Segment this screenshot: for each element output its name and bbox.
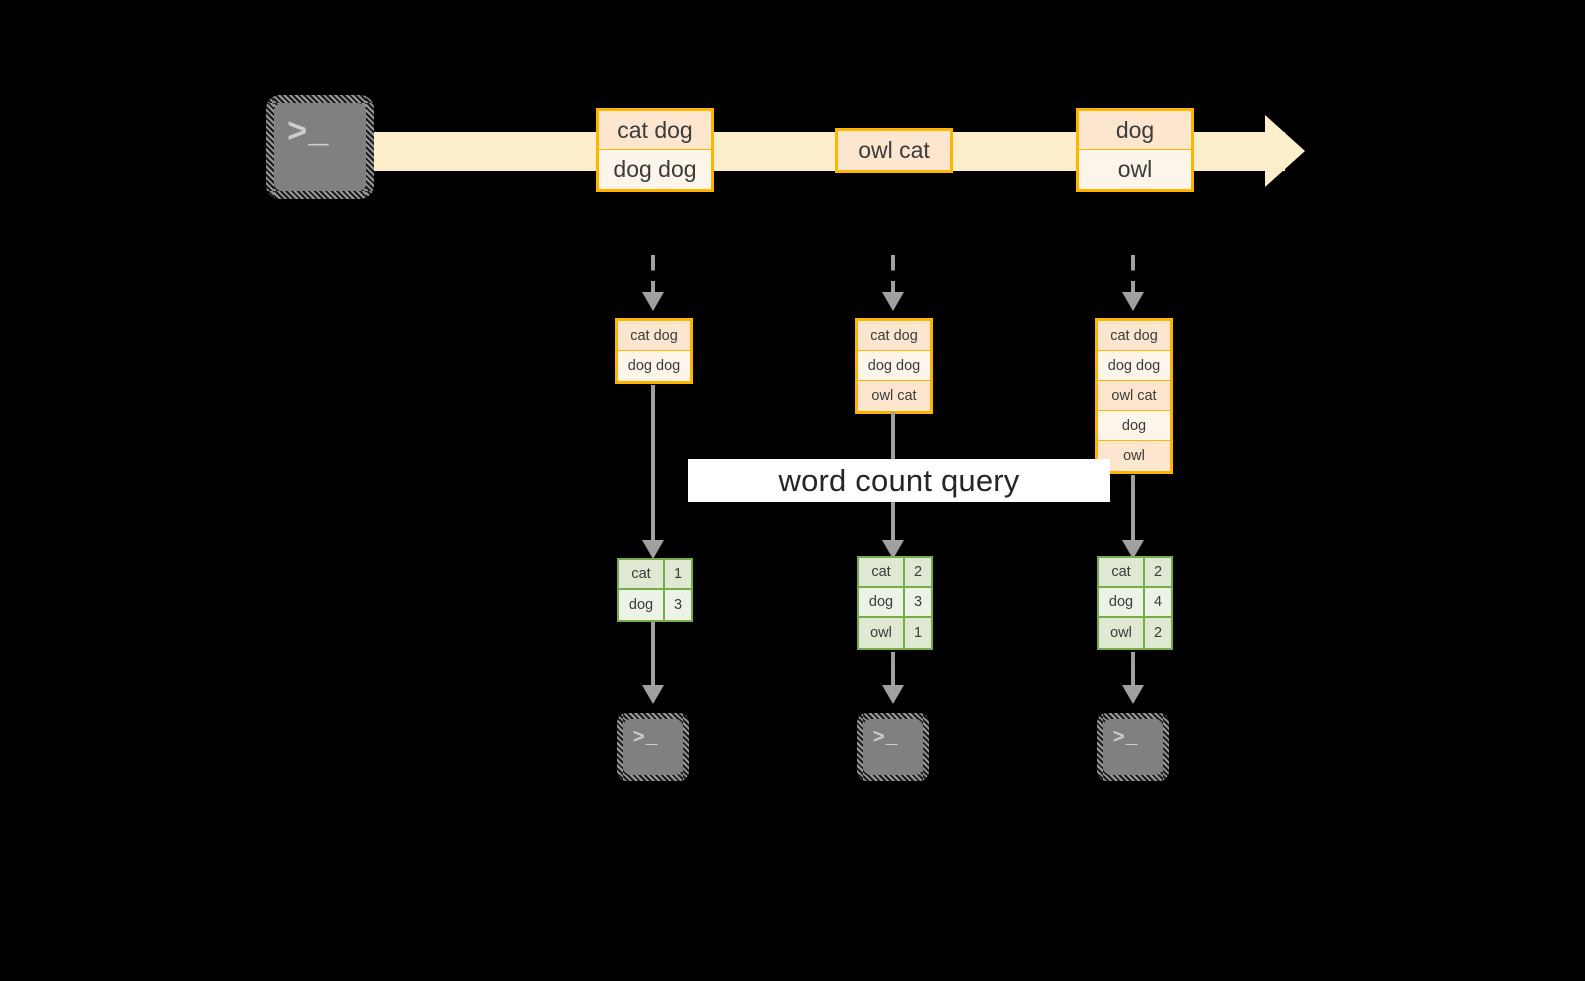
query-line-3 [1131, 475, 1135, 550]
terminal-screen [274, 103, 366, 191]
input-table-1: cat dog dog dog [615, 318, 693, 384]
stream-batch-2-line-1: owl cat [838, 131, 950, 170]
stream-to-table-arrowhead-3 [1122, 292, 1144, 311]
result-3-count-1: 2 [1145, 558, 1171, 586]
sink-line-2 [891, 652, 895, 692]
result-2-word-3: owl [859, 618, 905, 648]
sink-arrowhead-3 [1122, 685, 1144, 704]
input-table-3: cat dog dog dog owl cat dog owl [1095, 318, 1173, 474]
stream-to-table-arrowhead-2 [882, 292, 904, 311]
right-arrow-icon [1265, 115, 1305, 187]
input-table-3-row-3: owl cat [1098, 381, 1170, 411]
result-3-word-1: cat [1099, 558, 1145, 586]
input-table-2: cat dog dog dog owl cat [855, 318, 933, 414]
table-row: owl 2 [1099, 618, 1171, 648]
terminal-prompt-glyph: >_ [286, 115, 330, 154]
input-table-2-row-2: dog dog [858, 351, 930, 381]
query-line-1 [651, 385, 655, 550]
table-row: dog 4 [1099, 588, 1171, 618]
query-arrowhead-1 [642, 540, 664, 559]
table-row: dog 3 [859, 588, 931, 618]
terminal-prompt-glyph: >_ [872, 727, 899, 751]
input-table-1-row-1: cat dog [618, 321, 690, 351]
result-2-count-2: 3 [905, 588, 931, 616]
sink-terminal-icon-3[interactable]: >_ [1097, 713, 1169, 781]
source-terminal-icon[interactable]: >_ [266, 95, 374, 199]
result-2-count-1: 2 [905, 558, 931, 586]
result-table-1: cat 1 dog 3 [617, 558, 693, 622]
terminal-screen [1103, 719, 1163, 775]
terminal-prompt-glyph: >_ [632, 727, 659, 751]
stream-to-table-line-2 [891, 255, 895, 297]
stream-to-table-line-1 [651, 255, 655, 297]
table-row: cat 1 [619, 560, 691, 590]
terminal-screen [623, 719, 683, 775]
table-row: owl 1 [859, 618, 931, 648]
stream-batch-3: dog owl [1076, 108, 1194, 192]
sink-arrowhead-2 [882, 685, 904, 704]
result-3-count-3: 2 [1145, 618, 1171, 648]
input-table-3-row-4: dog [1098, 411, 1170, 441]
terminal-prompt-glyph: >_ [1112, 727, 1139, 751]
table-row: cat 2 [859, 558, 931, 588]
result-1-count-1: 1 [665, 560, 691, 588]
result-1-count-2: 3 [665, 590, 691, 620]
table-row: dog 3 [619, 590, 691, 620]
result-3-count-2: 4 [1145, 588, 1171, 616]
table-row: cat 2 [1099, 558, 1171, 588]
result-table-3: cat 2 dog 4 owl 2 [1097, 556, 1173, 650]
result-2-word-2: dog [859, 588, 905, 616]
terminal-screen [863, 719, 923, 775]
sink-line-1 [651, 622, 655, 692]
query-arrowhead-3 [1122, 540, 1144, 559]
stream-batch-1-line-1: cat dog [599, 111, 711, 150]
input-table-3-row-5: owl [1098, 441, 1170, 471]
result-table-2: cat 2 dog 3 owl 1 [857, 556, 933, 650]
sink-terminal-icon-2[interactable]: >_ [857, 713, 929, 781]
query-arrowhead-2 [882, 540, 904, 559]
input-table-2-row-1: cat dog [858, 321, 930, 351]
stream-batch-3-line-2: owl [1079, 150, 1191, 189]
result-2-count-3: 1 [905, 618, 931, 648]
sink-arrowhead-1 [642, 685, 664, 704]
input-table-1-row-2: dog dog [618, 351, 690, 381]
stream-batch-2: owl cat [835, 128, 953, 173]
stream-batch-1-line-2: dog dog [599, 150, 711, 189]
sink-terminal-icon-1[interactable]: >_ [617, 713, 689, 781]
query-label: word count query [778, 462, 1020, 498]
result-3-word-2: dog [1099, 588, 1145, 616]
query-band: word count query [688, 459, 1110, 502]
result-3-word-3: owl [1099, 618, 1145, 648]
stream-to-table-arrowhead-1 [642, 292, 664, 311]
stream-to-table-line-3 [1131, 255, 1135, 297]
sink-line-3 [1131, 652, 1135, 692]
stream-batch-3-line-1: dog [1079, 111, 1191, 150]
result-2-word-1: cat [859, 558, 905, 586]
result-1-word-1: cat [619, 560, 665, 588]
input-table-3-row-1: cat dog [1098, 321, 1170, 351]
stream-batch-1: cat dog dog dog [596, 108, 714, 192]
input-table-3-row-2: dog dog [1098, 351, 1170, 381]
result-1-word-2: dog [619, 590, 665, 620]
input-table-2-row-3: owl cat [858, 381, 930, 411]
